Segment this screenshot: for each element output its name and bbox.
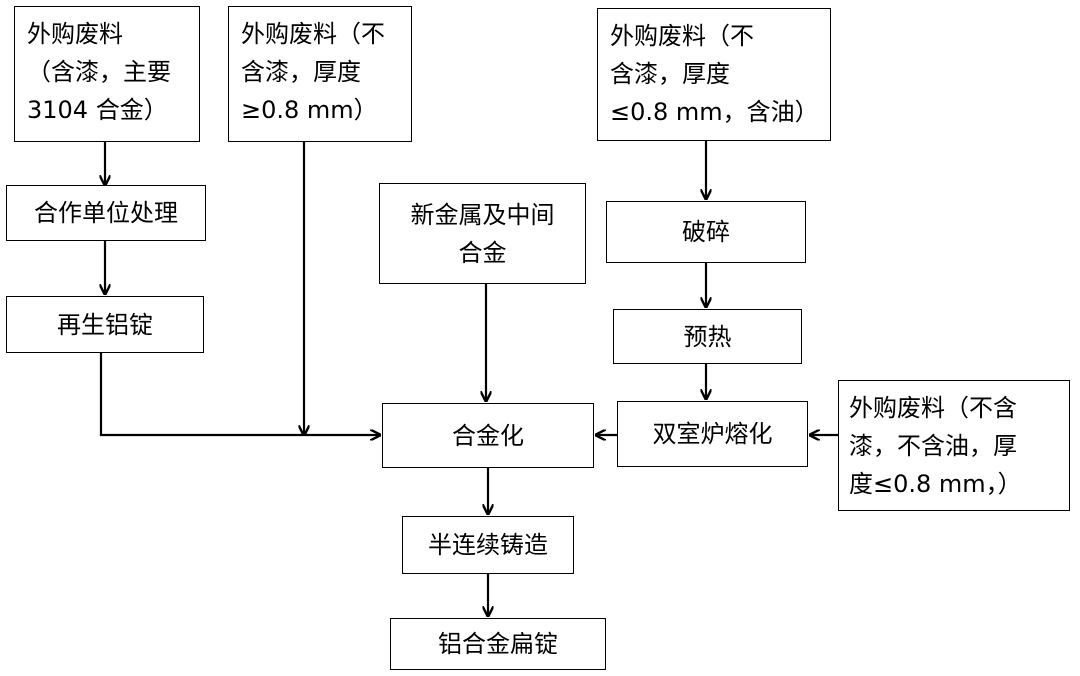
new-metal-box: 新金属及中间 合金	[379, 183, 586, 284]
semi-continuous-casting-label: 半连续铸造	[428, 531, 548, 559]
melting-label: 双室炉熔化	[652, 420, 773, 448]
scrap-a-line-2: （含漆，主要	[27, 58, 171, 86]
alloying-label: 合金化	[452, 421, 524, 450]
partner-processing-box: 合作单位处理	[6, 185, 206, 241]
preheat-box: 预热	[613, 309, 802, 364]
crush-label: 破碎	[682, 218, 730, 246]
scrap-b-box: 外购废料（不 含漆，厚度 ≥0.8 mm）	[228, 6, 412, 142]
scrap-c-line-2: 含漆，厚度	[610, 60, 730, 88]
scrap-d-line-1: 外购废料（不含	[849, 394, 1017, 422]
remelt-ingot-box: 再生铝锭	[6, 296, 204, 353]
scrap-d-line-2: 漆，不含油，厚	[849, 432, 1017, 460]
remelt-ingot-label: 再生铝锭	[57, 310, 153, 339]
new-metal-line-2: 合金	[458, 238, 507, 267]
scrap-d-box: 外购废料（不含 漆，不含油，厚 度≤0.8 mm，）	[838, 380, 1070, 511]
preheat-label: 预热	[683, 322, 732, 351]
scrap-c-line-1: 外购废料（不	[610, 22, 754, 50]
scrap-a-box: 外购废料 （含漆，主要 3104 合金）	[14, 6, 200, 142]
new-metal-line-1: 新金属及中间	[410, 200, 555, 229]
scrap-a-line-3: 3104 合金）	[27, 96, 168, 124]
aluminum-slab-box: 铝合金扁锭	[390, 618, 606, 670]
scrap-d-line-3: 度≤0.8 mm，）	[849, 470, 1022, 498]
alloying-box: 合金化	[382, 403, 594, 468]
semi-continuous-casting-box: 半连续铸造	[402, 516, 574, 574]
arrow-remelt-ingot-to-alloying	[99, 353, 380, 435]
melting-box: 双室炉熔化	[617, 401, 808, 467]
scrap-c-box: 外购废料（不 含漆，厚度 ≤0.8 mm，含油）	[597, 8, 831, 141]
scrap-b-line-2: 含漆，厚度	[241, 58, 361, 86]
scrap-b-line-3: ≥0.8 mm）	[241, 96, 378, 124]
scrap-b-line-1: 外购废料（不	[241, 20, 385, 48]
scrap-c-line-3: ≤0.8 mm，含油）	[610, 98, 819, 126]
crush-box: 破碎	[606, 201, 806, 263]
partner-processing-label: 合作单位处理	[34, 199, 178, 227]
scrap-a-line-1: 外购废料	[27, 20, 123, 48]
aluminum-slab-label: 铝合金扁锭	[438, 630, 558, 658]
